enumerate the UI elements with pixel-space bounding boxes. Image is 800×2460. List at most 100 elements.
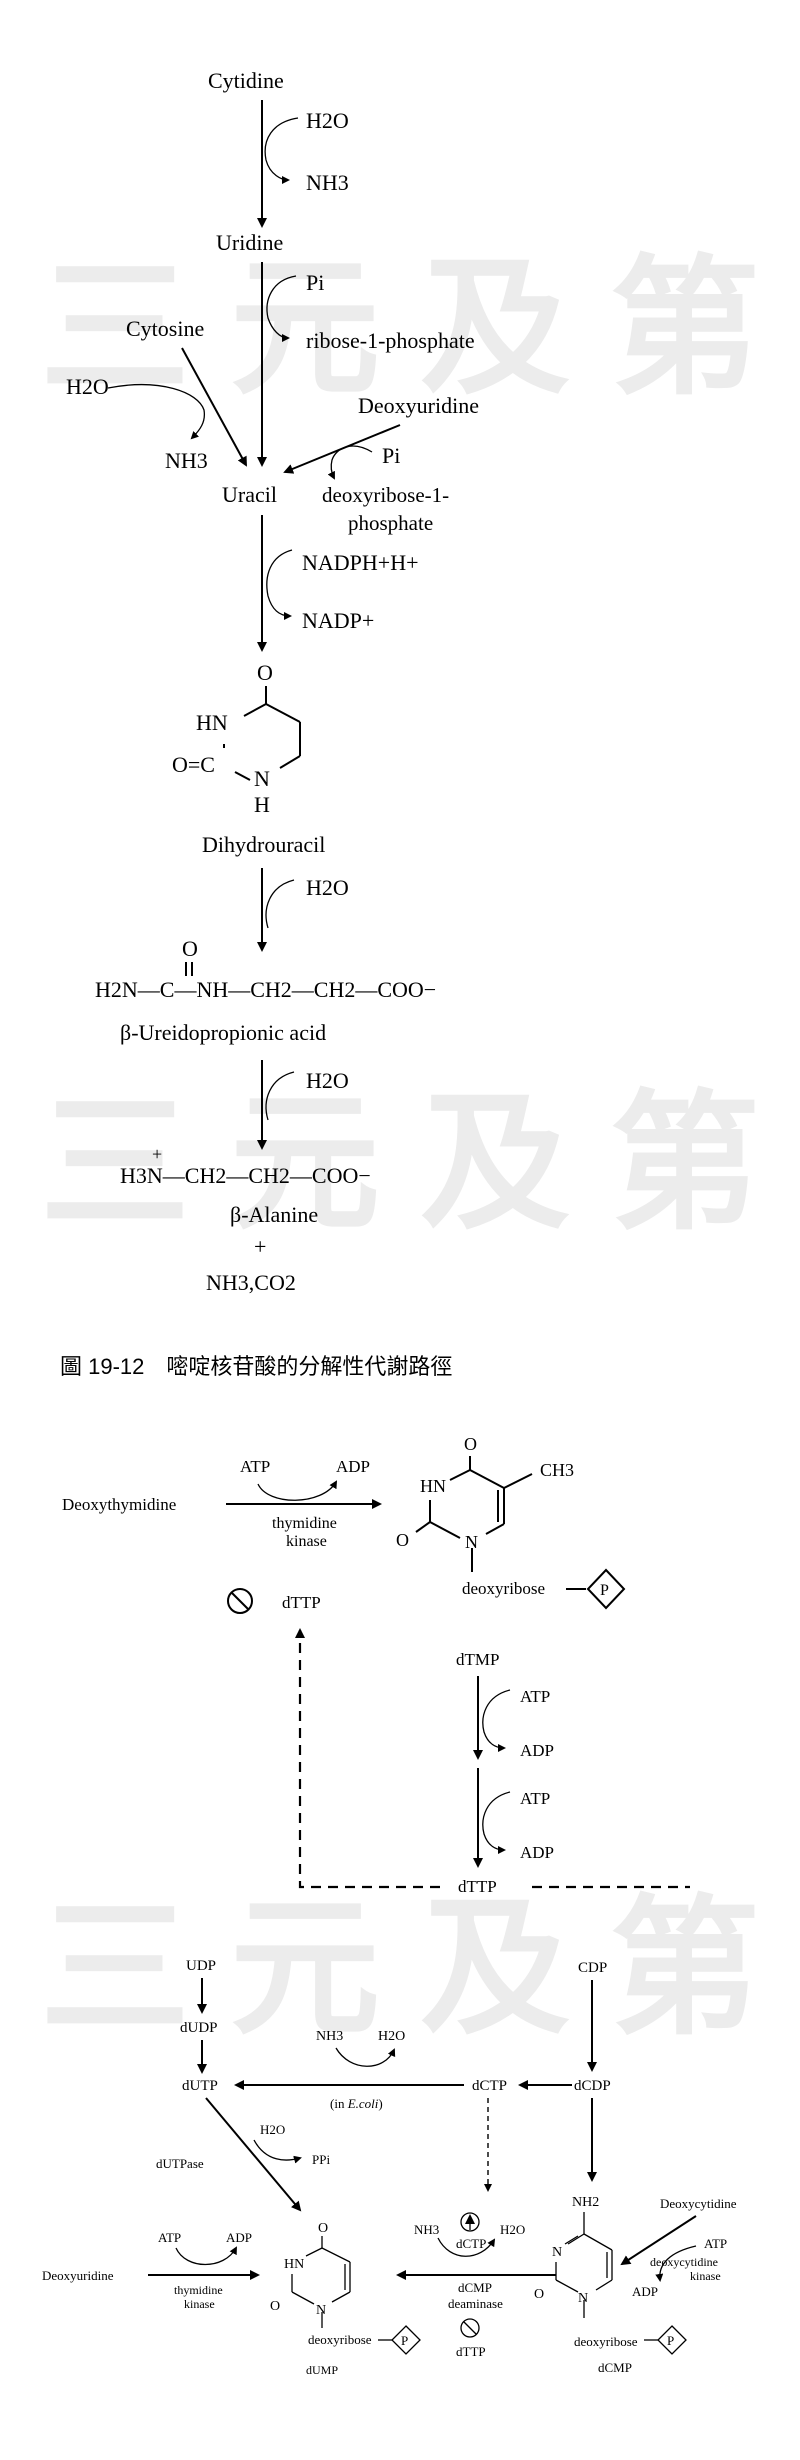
deoxycytidine-kinase-label-b: kinase — [690, 2269, 721, 2283]
svg-text:N: N — [465, 1532, 478, 1552]
svg-text:O: O — [464, 1434, 477, 1454]
hydrolysis-side-arrow — [265, 879, 295, 929]
svg-text:N: N — [254, 766, 270, 791]
dtmp-label: dTMP — [456, 1650, 499, 1669]
thymidine-kinase-label-a: thymidine — [272, 1515, 337, 1532]
nh3-label-c: NH3 — [414, 2222, 439, 2237]
svg-text:HN: HN — [196, 710, 228, 735]
h2o-label-c: H2O — [260, 2122, 285, 2137]
ammonium-plus: + — [152, 1144, 162, 1164]
dump-label: dUMP — [306, 2363, 338, 2377]
svg-text:H: H — [254, 792, 270, 817]
deoxycytidine-kinase-arrow — [620, 2215, 697, 2266]
inhibition-symbol-2 — [460, 2318, 480, 2338]
dihydrouracil-structure: O HN O=C N H — [172, 660, 301, 817]
cdp-label: CDP — [578, 1960, 607, 1976]
thymidine-kinase-label-b: kinase — [286, 1533, 327, 1550]
nadp-label: NADP+ — [302, 608, 374, 633]
nh3-label: NH3 — [306, 170, 349, 195]
svg-text:HN: HN — [284, 2257, 304, 2272]
feedback-inhibition-line — [295, 1628, 440, 1889]
svg-text:NH2: NH2 — [572, 2195, 599, 2210]
nh3-label-b: NH3 — [316, 2029, 343, 2044]
ureido-formula: H2N—C—NH—CH2—CH2—COO− — [95, 977, 436, 1002]
activation-symbol — [460, 2212, 480, 2232]
atp-label-4: ATP — [704, 2236, 727, 2251]
cytosine-to-uracil-arrow — [181, 347, 247, 467]
dihydrouracil-label: Dihydrouracil — [202, 832, 325, 857]
deoxyuridine-label: Deoxyuridine — [358, 393, 479, 418]
svg-text:N: N — [578, 2291, 588, 2306]
deoxycytidine-kinase-label-a: deoxycytidine — [650, 2255, 718, 2269]
adp-label-3: ADP — [520, 1843, 554, 1862]
atp-label: ATP — [240, 1457, 270, 1476]
figure-caption: 圖 19-12 嘧啶核苷酸的分解性代謝路徑 — [60, 1354, 452, 1379]
deoxyribose-1-phosphate-label-b: phosphate — [348, 511, 433, 535]
udp-label: UDP — [186, 1958, 216, 1974]
atp-label-5: ATP — [158, 2230, 181, 2245]
h2o-label: H2O — [306, 108, 349, 133]
nh3-co2-label: NH3,CO2 — [206, 1270, 296, 1295]
deoxycytidine-label: Deoxycytidine — [660, 2196, 737, 2211]
svg-text:O: O — [270, 2299, 280, 2314]
atp-adp-curve — [257, 1480, 338, 1501]
deoxythymidine-label: Deoxythymidine — [62, 1495, 176, 1514]
pi-label: Pi — [306, 270, 324, 295]
phosphate-diamond — [586, 1568, 626, 1610]
beta-alanine-formula: H3N—CH2—CH2—COO− — [120, 1163, 371, 1188]
dutpase-arrow — [205, 2097, 302, 2212]
dcmp-structure: NH2 N O N — [534, 2195, 613, 2318]
svg-text:HN: HN — [420, 1476, 446, 1496]
h2o-label-2: H2O — [66, 374, 109, 399]
h2o-label-3: H2O — [306, 875, 349, 900]
plus-sign: + — [254, 1234, 266, 1259]
dttp-inhibitor-label-2: dTTP — [456, 2344, 486, 2359]
adp-label-4: ADP — [632, 2284, 658, 2299]
dcmp-label: dCMP — [598, 2360, 632, 2375]
adp-label-2: ADP — [520, 1741, 554, 1760]
adp-label: ADP — [336, 1457, 370, 1476]
thymidine-kinase-label-2b: kinase — [184, 2297, 215, 2311]
nadph-label: NADPH+H+ — [302, 550, 419, 575]
phosphate-diamond-2 — [391, 2325, 421, 2355]
dtmp-structure: O HN CH3 O N — [396, 1434, 574, 1572]
adp-label-5: ADP — [226, 2230, 252, 2245]
svg-text:O: O — [318, 2221, 328, 2236]
dctp-activator-label: dCTP — [456, 2236, 486, 2251]
hydrolysis-side-arrow-2 — [265, 1071, 295, 1121]
dutp-label: dUTP — [182, 2078, 218, 2094]
ppi-label: PPi — [312, 2152, 330, 2167]
phosphate-label-2: P — [401, 2333, 408, 2348]
dutpase-label: dUTPase — [156, 2156, 204, 2171]
dcmp-deaminase-label-a: dCMP — [458, 2280, 492, 2295]
in-ecoli-label: (in E.coli) — [330, 2096, 383, 2111]
deoxyribose-label-3: deoxyribose — [574, 2334, 638, 2349]
phosphate-label-3: P — [667, 2333, 674, 2348]
cytidine-label: Cytidine — [208, 68, 284, 93]
inhibition-symbol — [227, 1588, 253, 1614]
dump-structure: O HN O N — [270, 2221, 351, 2328]
deoxyribose-label: deoxyribose — [462, 1579, 545, 1598]
deoxyribose-1-phosphate-label-a: deoxyribose-1- — [322, 483, 449, 507]
cytosine-label: Cytosine — [126, 316, 204, 341]
dttp-label: dTTP — [458, 1877, 497, 1896]
deoxyuridine-label-b: Deoxyuridine — [42, 2268, 114, 2283]
dttp-inhibitor-label: dTTP — [282, 1593, 321, 1612]
deoxyuridine-side-arrow — [327, 445, 373, 480]
thymidine-kinase-label-2a: thymidine — [174, 2283, 223, 2297]
atp-label-2: ATP — [520, 1687, 550, 1706]
ureido-carbonyl-o: O — [182, 936, 198, 961]
pi-label-2: Pi — [382, 443, 400, 468]
ribose-1-phosphate-label: ribose-1-phosphate — [306, 328, 475, 353]
atp-label-3: ATP — [520, 1789, 550, 1808]
deamination-side-arrow — [264, 117, 299, 184]
ureido-propionic-acid-label: β-Ureidopropionic acid — [120, 1020, 326, 1045]
dcmp-deaminase-label-b: deaminase — [448, 2296, 503, 2311]
reduction-side-arrow — [266, 549, 293, 620]
h2o-label-d: H2O — [500, 2222, 525, 2237]
svg-text:N: N — [316, 2303, 326, 2318]
h2o-label-4: H2O — [306, 1068, 349, 1093]
phosphorolysis-side-arrow — [266, 275, 297, 342]
cytosine-deamination-side-arrow — [107, 384, 206, 440]
